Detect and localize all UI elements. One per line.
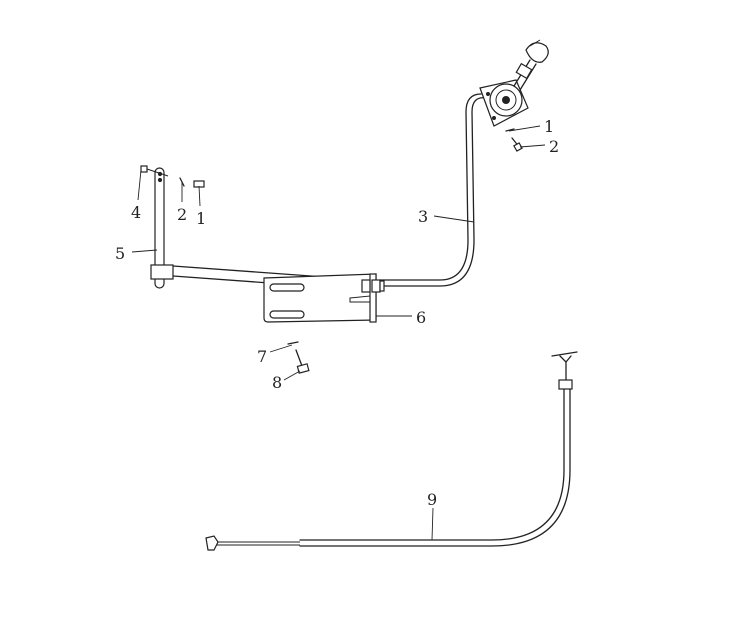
nut-4 xyxy=(140,165,148,173)
cable-end-clip xyxy=(205,535,219,551)
leader-lines xyxy=(131,125,546,541)
callout-7: 7 xyxy=(257,347,267,366)
callout-8: 8 xyxy=(272,373,282,392)
bracket-slot-upper xyxy=(269,283,305,292)
washer-7 xyxy=(287,341,299,345)
cable-nut xyxy=(558,379,573,390)
bolt-8-head xyxy=(296,363,310,374)
left-fasteners xyxy=(140,165,205,188)
part-6-bracket xyxy=(263,273,385,323)
shift-knob xyxy=(525,42,549,63)
top-fasteners xyxy=(505,128,523,152)
bracket-slot-lower xyxy=(269,310,305,319)
callout-5: 5 xyxy=(115,244,125,263)
callout-2-top: 2 xyxy=(549,137,559,156)
callout-1-left: 1 xyxy=(196,209,206,228)
callout-3: 3 xyxy=(418,207,428,226)
part-3-rod xyxy=(379,93,487,287)
bottom-fasteners xyxy=(287,341,310,374)
callout-4: 4 xyxy=(131,203,141,222)
gear-selector-assembly xyxy=(479,39,549,127)
washer-1-top xyxy=(505,128,515,132)
bolt-8-shank xyxy=(295,349,303,367)
part-9-cable xyxy=(205,351,578,551)
callout-6: 6 xyxy=(416,308,426,327)
cable-t-handle xyxy=(551,351,578,357)
part-5-lever xyxy=(150,167,174,289)
callout-2-left: 2 xyxy=(177,205,187,224)
callout-numbers: 1 2 3 4 2 1 5 6 7 8 9 xyxy=(115,117,559,509)
joint-nut-a xyxy=(361,279,371,293)
joint-nut-b xyxy=(371,279,381,293)
callout-9: 9 xyxy=(427,490,437,509)
callout-1-top: 1 xyxy=(544,117,554,136)
